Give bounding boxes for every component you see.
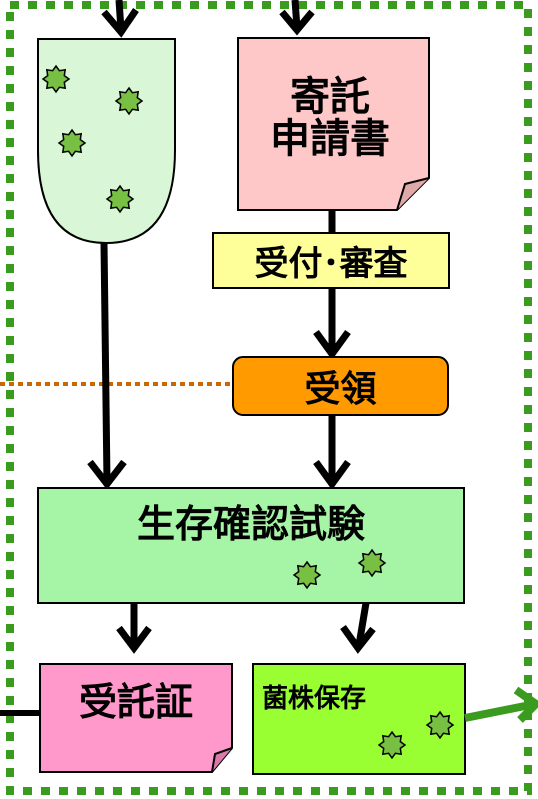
application-document-line1: 寄託 <box>290 74 370 120</box>
microbe-icon <box>42 65 70 93</box>
microbe-icon <box>106 185 134 213</box>
microbe-icon <box>378 731 406 759</box>
certificate-fold <box>211 747 233 773</box>
microbe-icon <box>293 561 321 589</box>
viability-test-box <box>37 487 465 604</box>
incoming-arrow-document <box>279 0 315 36</box>
process-frame <box>6 1 532 795</box>
strain-preservation-box <box>252 663 466 775</box>
microbe-icon <box>426 711 454 739</box>
receipt-box <box>232 356 449 416</box>
microbe-icon <box>58 129 86 157</box>
application-document-line2: 申請書 <box>270 116 390 162</box>
acceptance-review-box <box>212 232 450 289</box>
application-document-label: 寄託 申請書 <box>245 76 415 160</box>
document-fold <box>396 177 430 211</box>
deposit-certificate <box>39 663 233 773</box>
microbe-icon <box>115 87 143 115</box>
microbe-icon <box>358 549 386 577</box>
incoming-arrow-tube <box>101 0 139 38</box>
exit-arrow <box>464 686 538 723</box>
